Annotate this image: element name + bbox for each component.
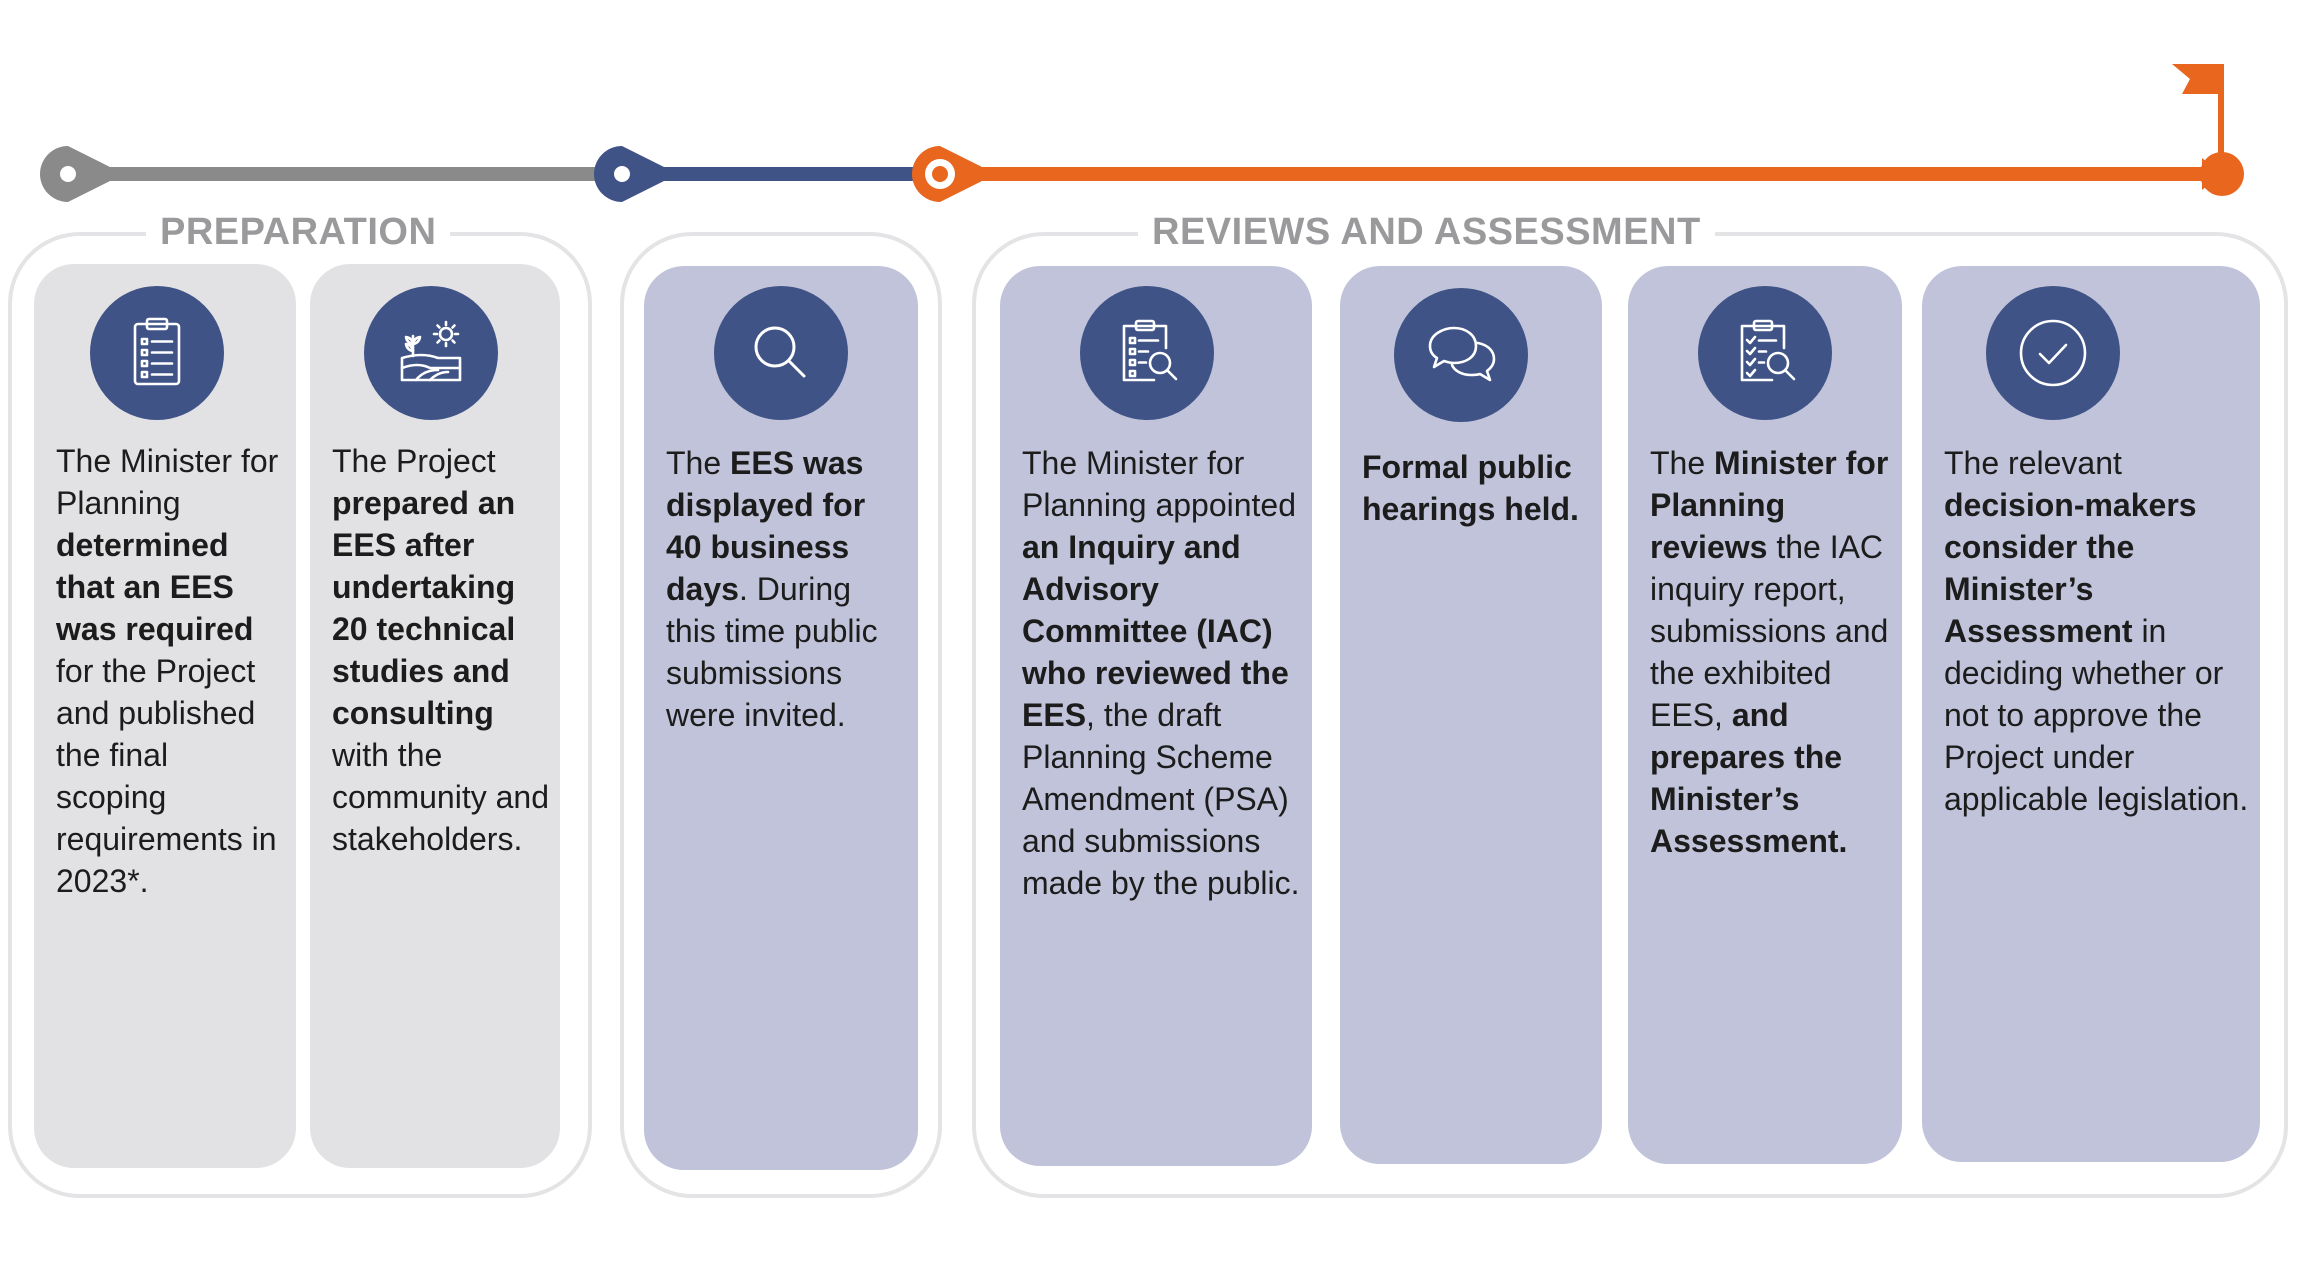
timeline-node-review (912, 146, 982, 202)
step-text-regular: The Minister for Planning appointed (1022, 445, 1297, 523)
clipboard-list-icon (90, 286, 224, 420)
step-text-regular: for the Project and published the final … (56, 653, 277, 899)
step-text: The Minister for Planning determined tha… (56, 440, 286, 902)
step-text: The Minister for Planning reviews the IA… (1650, 442, 1892, 862)
check-circle-icon (1986, 286, 2120, 420)
clipboard-search-icon (1080, 286, 1214, 420)
step-text-regular: in deciding whether or not to approve th… (1944, 613, 2249, 817)
finish-flag-icon (2172, 64, 2244, 196)
step-text: Formal public hearings held. (1362, 446, 1592, 530)
step-text: The Minister for Planning appointed an I… (1022, 442, 1302, 904)
magnifier-icon (714, 286, 848, 420)
field-sun-icon (364, 286, 498, 420)
timeline-node-display (594, 146, 664, 202)
step-text-bold: determined that an EES was required (56, 527, 254, 647)
step-text: The EES was displayed for 40 business da… (666, 442, 908, 736)
step-text-bold: Formal public hearings held. (1362, 449, 1579, 527)
step-text-bold: EES was displayed for 40 business days (666, 445, 866, 607)
step-text-bold: and prepares the Minister’s Assessment. (1650, 697, 1848, 859)
step-text-regular: . During this time public submissions we… (666, 571, 878, 733)
step-text-regular: The Project (332, 443, 496, 479)
step-card: The Minister for Planning reviews the IA… (1628, 266, 1902, 1164)
step-card: Formal public hearings held. (1340, 266, 1602, 1164)
step-text-bold: prepared an EES after undertaking 20 tec… (332, 485, 516, 731)
step-card: The relevant decision-makers consider th… (1922, 266, 2260, 1162)
timeline (40, 64, 2244, 202)
step-text-bold: decision-makers consider the Minister’s … (1944, 487, 2197, 649)
step-card: The Minister for Planning appointed an I… (1000, 266, 1312, 1166)
step-text: The Project prepared an EES after undert… (332, 440, 550, 860)
step-text-regular: the IAC inquiry report, submissions and … (1650, 529, 1889, 733)
step-text: The relevant decision-makers consider th… (1944, 442, 2250, 820)
step-text-regular: with the community and stakeholders. (332, 737, 549, 857)
preparation-title: PREPARATION (146, 210, 451, 254)
step-text-bold: an Inquiry and Advisory Committee (IAC) … (1022, 529, 1289, 733)
checklist-search-icon (1698, 286, 1832, 420)
step-text-regular: The relevant (1944, 445, 2122, 481)
timeline-node-preparation (40, 146, 110, 202)
step-card: The EES was displayed for 40 business da… (644, 266, 918, 1170)
step-text-regular: The (1650, 445, 1715, 481)
step-text-regular: , the draft Planning Scheme Amendment (P… (1022, 697, 1300, 901)
step-text-regular: The Minister for Planning (56, 443, 279, 521)
step-text-bold: Minister for Planning reviews (1650, 445, 1889, 565)
step-card: The Project prepared an EES after undert… (310, 264, 560, 1168)
speech-bubbles-icon (1394, 288, 1528, 422)
step-card: The Minister for Planning determined tha… (34, 264, 296, 1168)
step-text-regular: The (666, 445, 731, 481)
reviews-title: REVIEWS AND ASSESSMENT (1138, 210, 1715, 254)
